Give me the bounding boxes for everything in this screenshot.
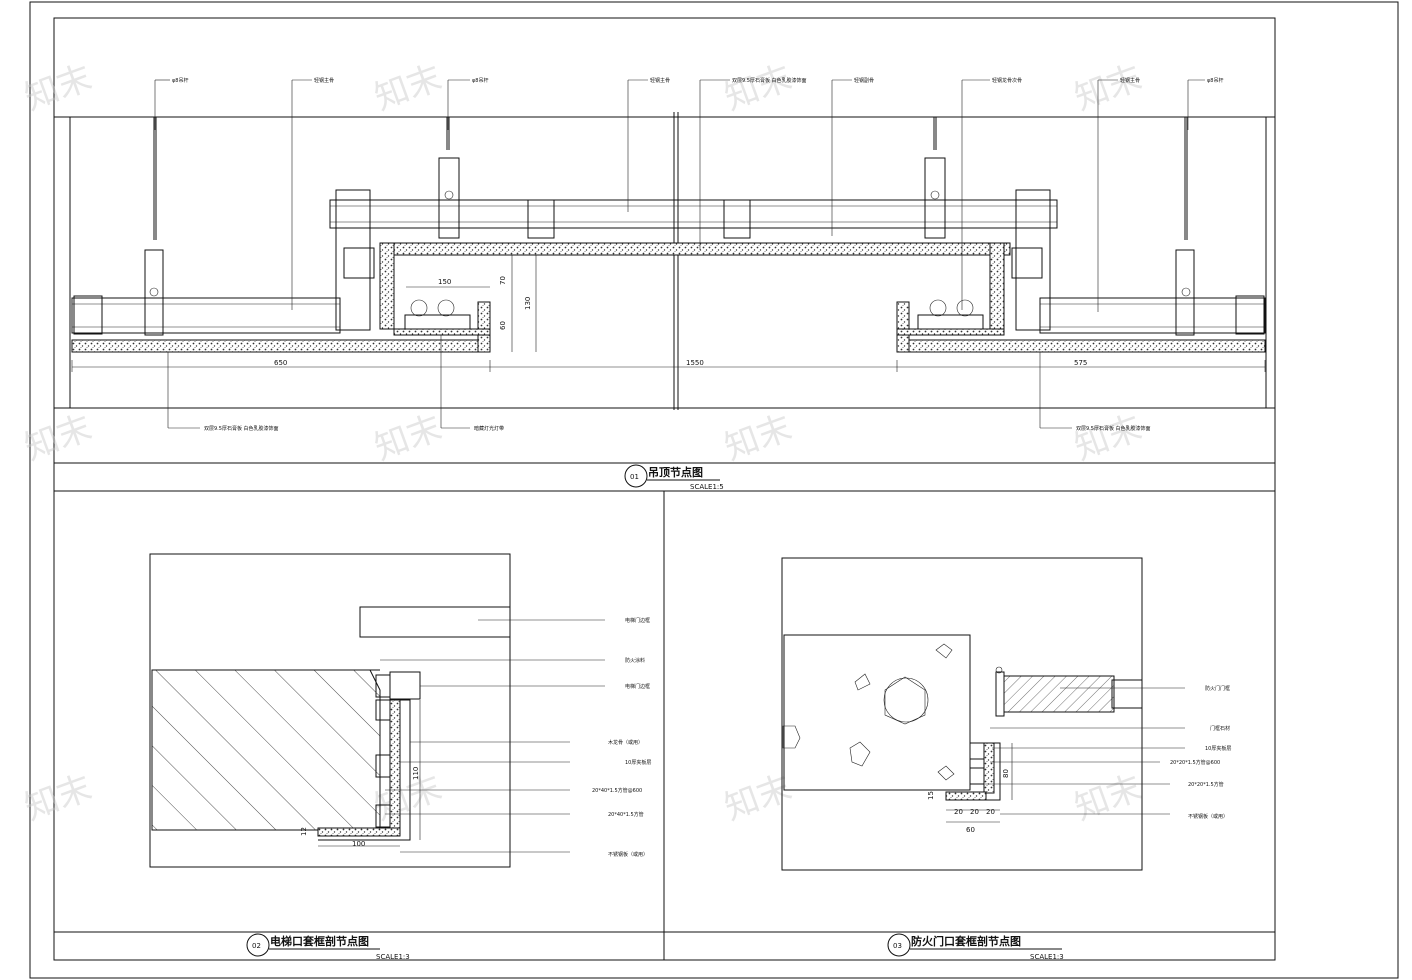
callout-steel-plate-03: 不锈钢板（或用） [1188,813,1228,820]
drawing-title-02: 电梯口套框剖节点图 [270,934,369,948]
drawing-number-circle-01 [624,464,648,488]
dim-20a: 20 [954,808,963,816]
callout-hanger-2: φ8吊杆 [472,77,488,84]
callout-firedoor-frame: 防火门门框 [1205,685,1230,692]
drawing-02-elevator-frame: 100 110 12 电梯门边框 防火涂料 电梯门边框 木龙骨（或用） 10厚夹… [149,553,651,961]
callout-gypsum-left: 双层9.5厚石膏板 白色乳胶漆饰面 [204,425,279,432]
svg-text:知末: 知末 [1069,408,1147,469]
callout-tube-03: 20*20*1.5方管 [1188,781,1224,788]
callout-sub-keel: 轻钢副骨 [854,77,874,84]
drawing-number-circle-03 [887,933,911,957]
svg-text:知末: 知末 [19,408,97,469]
dim-15: 15 [927,791,935,800]
svg-text:知末: 知末 [719,768,797,829]
drawing-scale-02: SCALE1:3 [376,953,410,961]
svg-text:知末: 知末 [719,58,797,119]
dim-60: 60 [966,826,975,834]
dim-20b: 20 [970,808,979,816]
svg-text:知末: 知末 [369,408,447,469]
callout-fireproof: 防火涂料 [625,657,645,664]
drawing-03-firedoor-frame: 60 20 20 20 15 80 防火门门框 门框石材 10厚夹板层 20*2… [781,557,1231,961]
callout-plywood: 10厚夹板层 [625,759,651,766]
callout-tube-600: 20*40*1.5方管@600 [592,787,642,794]
svg-text:知末: 知末 [19,768,97,829]
drawing-title-01: 吊顶节点图 [648,465,703,479]
bottom-callouts: 双层9.5厚石膏板 白色乳胶漆饰面 暗藏灯光灯带 双层9.5厚石膏板 白色乳胶漆… [167,335,1151,432]
top-callouts: φ8吊杆 轻钢主骨 φ8吊杆 轻钢主骨 双层9.5厚石膏板 白色乳胶漆饰面 轻钢… [154,77,1223,312]
drawing-title-03: 防火门口套框剖节点图 [911,934,1021,948]
callout-main-keel-3: 轻钢主骨 [1120,77,1140,84]
svg-text:知末: 知末 [719,408,797,469]
callout-main-keel-2: 轻钢主骨 [650,77,670,84]
dim-80: 80 [1002,769,1010,778]
hanger-rods [144,117,1195,336]
callout-led-strip: 暗藏灯光灯带 [474,425,504,432]
dim-130: 130 [524,297,532,310]
callout-elevator-frame-b: 电梯门边框 [625,683,650,690]
dim-110: 110 [412,767,420,780]
dim-12: 12 [300,827,308,836]
callout-plywood-03: 10厚夹板层 [1205,745,1231,752]
callout-keel-secondary: 轻钢龙骨次骨 [992,77,1022,84]
svg-text:知末: 知末 [1069,768,1147,829]
callout-stone: 门框石材 [1210,725,1230,732]
drawing-number-03: 03 [893,942,902,950]
outer-border [29,1,1399,979]
callout-tube: 20*40*1.5方管 [608,811,644,818]
dim-20c: 20 [986,808,995,816]
svg-text:知末: 知末 [369,58,447,119]
light-fixtures [404,299,984,330]
dim-575: 575 [1074,359,1087,367]
drawing-number-circle-02 [246,933,270,957]
callout-gypsum-top: 双层9.5厚石膏板 白色乳胶漆饰面 [732,77,807,84]
callout-elevator-frame-a: 电梯门边框 [625,617,650,624]
dim-100: 100 [352,840,365,848]
drawing-scale-01: SCALE1:5 [690,483,724,491]
dim-1550: 1550 [686,359,704,367]
callout-wood-keel: 木龙骨（或用） [608,739,643,746]
dim-150: 150 [438,278,451,286]
dim-70: 70 [499,276,507,285]
dim-650: 650 [274,359,287,367]
drawing-01-ceiling-node: 650 1550 575 150 70 60 130 φ8吊杆 轻钢主骨 φ8吊… [54,77,1275,492]
svg-text:知末: 知末 [19,58,97,119]
callout-steel-plate: 不锈钢板（或用） [608,851,648,858]
drawing-number-01: 01 [630,473,639,481]
callout-hanger-3: φ8吊杆 [1207,77,1223,84]
callout-hanger-1: φ8吊杆 [172,77,188,84]
drawing-scale-03: SCALE1:3 [1030,953,1064,961]
callout-tube-600-03: 20*20*1.5方管@600 [1170,759,1220,766]
dim-60: 60 [499,321,507,330]
drawing-number-02: 02 [252,942,261,950]
callout-main-keel-1: 轻钢主骨 [314,77,334,84]
callout-gypsum-right: 双层9.5厚石膏板 白色乳胶漆饰面 [1076,425,1151,432]
svg-text:知末: 知末 [1069,58,1147,119]
